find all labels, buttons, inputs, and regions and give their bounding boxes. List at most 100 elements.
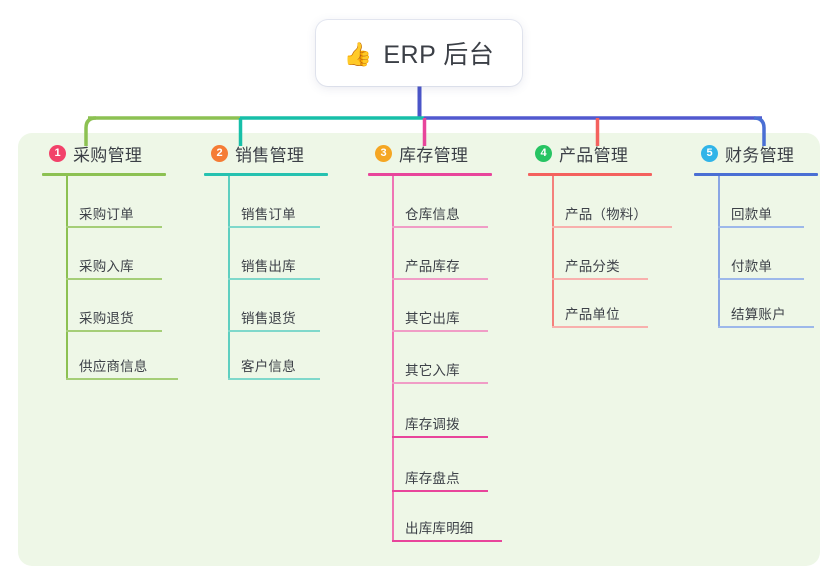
leaf-node[interactable]: 销售订单 <box>228 176 344 228</box>
branch-badge-2: 2 <box>211 144 228 162</box>
branch-badge-3: 3 <box>375 144 392 162</box>
branch-rule-1 <box>42 173 166 176</box>
branch-stem-4 <box>552 176 554 328</box>
branch-column-4: 4 产品管理 产品（物料） 产品分类 产品单位 <box>528 133 676 328</box>
branch-header-3[interactable]: 3 库存管理 <box>368 133 516 173</box>
branch-column-1: 1 采购管理 采购订单 采购入库 采购退货 供应商信 <box>42 133 202 380</box>
branch-rule-4 <box>528 173 652 176</box>
branch-rule-3 <box>368 173 492 176</box>
leaf-rule <box>718 278 804 280</box>
root-node-content: 👍 ERP 后台 <box>344 35 495 71</box>
leaf-rule <box>392 540 502 542</box>
branch-title-4: 产品管理 <box>559 145 629 165</box>
branch-column-3: 3 库存管理 仓库信息 产品库存 其它出库 其它入库 <box>368 133 516 542</box>
leaf-label: 付款单 <box>731 259 773 274</box>
leaf-node[interactable]: 结算账户 <box>718 280 822 328</box>
leaf-label: 销售订单 <box>241 207 296 222</box>
branch-header-4[interactable]: 4 产品管理 <box>528 133 676 173</box>
leaf-node[interactable]: 出库库明细 <box>392 492 516 542</box>
leaf-label: 产品库存 <box>405 259 460 274</box>
leaf-label: 回款单 <box>731 207 773 222</box>
leaf-label: 供应商信息 <box>79 359 148 374</box>
leaf-node[interactable]: 产品分类 <box>552 228 676 280</box>
leaf-rule <box>392 436 488 438</box>
leaf-rule <box>66 226 162 228</box>
leaf-node[interactable]: 产品单位 <box>552 280 676 328</box>
leaf-rule <box>552 226 672 228</box>
branch-children-2: 销售订单 销售出库 销售退货 客户信息 <box>204 176 344 380</box>
leaf-label: 产品（物料） <box>565 207 648 222</box>
leaf-node[interactable]: 库存调拨 <box>392 384 516 438</box>
leaf-node[interactable]: 采购入库 <box>66 228 202 280</box>
leaf-label: 客户信息 <box>241 359 296 374</box>
branch-columns: 1 采购管理 采购订单 采购入库 采购退货 供应商信 <box>18 133 820 566</box>
root-node-title: ERP 后台 <box>383 41 495 69</box>
branch-children-5: 回款单 付款单 结算账户 <box>694 176 822 328</box>
branch-title-2: 销售管理 <box>235 145 305 165</box>
branch-stem-5 <box>718 176 720 328</box>
leaf-rule <box>66 378 178 380</box>
leaf-node[interactable]: 仓库信息 <box>392 176 516 228</box>
branch-rule-2 <box>204 173 328 176</box>
branch-badge-4: 4 <box>535 144 552 162</box>
branch-children-1: 采购订单 采购入库 采购退货 供应商信息 <box>42 176 202 380</box>
leaf-node[interactable]: 产品库存 <box>392 228 516 280</box>
leaf-label: 其它入库 <box>405 363 460 378</box>
branch-rule-5 <box>694 173 818 176</box>
leaf-node[interactable]: 销售退货 <box>228 280 344 332</box>
leaf-rule <box>228 278 320 280</box>
columns-panel <box>18 133 820 566</box>
leaf-label: 销售出库 <box>241 259 296 274</box>
leaf-rule <box>66 278 162 280</box>
leaf-label: 出库库明细 <box>405 521 474 536</box>
leaf-rule <box>392 490 488 492</box>
leaf-label: 库存盘点 <box>405 471 460 486</box>
leaf-node[interactable]: 采购退货 <box>66 280 202 332</box>
leaf-rule <box>228 226 320 228</box>
leaf-node[interactable]: 其它出库 <box>392 280 516 332</box>
branch-badge-1: 1 <box>49 144 66 162</box>
root-node[interactable]: 👍 ERP 后台 <box>316 20 522 86</box>
branch-header-5[interactable]: 5 财务管理 <box>694 133 822 173</box>
leaf-label: 产品分类 <box>565 259 620 274</box>
leaf-rule <box>228 378 320 380</box>
branch-header-1[interactable]: 1 采购管理 <box>42 133 202 173</box>
leaf-rule <box>552 326 648 328</box>
branch-column-2: 2 销售管理 销售订单 销售出库 销售退货 客户信息 <box>204 133 344 380</box>
leaf-node[interactable]: 回款单 <box>718 176 822 228</box>
leaf-rule <box>66 330 162 332</box>
leaf-label: 仓库信息 <box>405 207 460 222</box>
leaf-node[interactable]: 客户信息 <box>228 332 344 380</box>
branch-title-3: 库存管理 <box>399 145 469 165</box>
leaf-label: 产品单位 <box>565 307 620 322</box>
leaf-label: 其它出库 <box>405 311 460 326</box>
leaf-rule <box>718 226 804 228</box>
leaf-node[interactable]: 供应商信息 <box>66 332 202 380</box>
leaf-label: 结算账户 <box>731 307 786 322</box>
leaf-node[interactable]: 采购订单 <box>66 176 202 228</box>
branch-stem-3 <box>392 176 394 542</box>
leaf-rule <box>718 326 814 328</box>
branch-title-5: 财务管理 <box>725 145 795 165</box>
leaf-node[interactable]: 付款单 <box>718 228 822 280</box>
leaf-node[interactable]: 销售出库 <box>228 228 344 280</box>
leaf-node[interactable]: 产品（物料） <box>552 176 676 228</box>
leaf-node[interactable]: 其它入库 <box>392 332 516 384</box>
branch-badge-5: 5 <box>701 144 718 162</box>
leaf-label: 采购订单 <box>79 207 134 222</box>
branch-children-3: 仓库信息 产品库存 其它出库 其它入库 库存调拨 <box>368 176 516 542</box>
leaf-label: 库存调拨 <box>405 417 460 432</box>
leaf-rule <box>392 382 488 384</box>
thumbs-up-icon: 👍 <box>343 40 373 67</box>
leaf-rule <box>392 278 488 280</box>
leaf-rule <box>392 330 488 332</box>
leaf-node[interactable]: 库存盘点 <box>392 438 516 492</box>
leaf-rule <box>392 226 488 228</box>
leaf-label: 采购入库 <box>79 259 134 274</box>
branch-title-1: 采购管理 <box>73 145 143 165</box>
branch-column-5: 5 财务管理 回款单 付款单 结算账户 <box>694 133 822 328</box>
leaf-label: 采购退货 <box>79 311 134 326</box>
leaf-rule <box>552 278 648 280</box>
branch-header-2[interactable]: 2 销售管理 <box>204 133 344 173</box>
